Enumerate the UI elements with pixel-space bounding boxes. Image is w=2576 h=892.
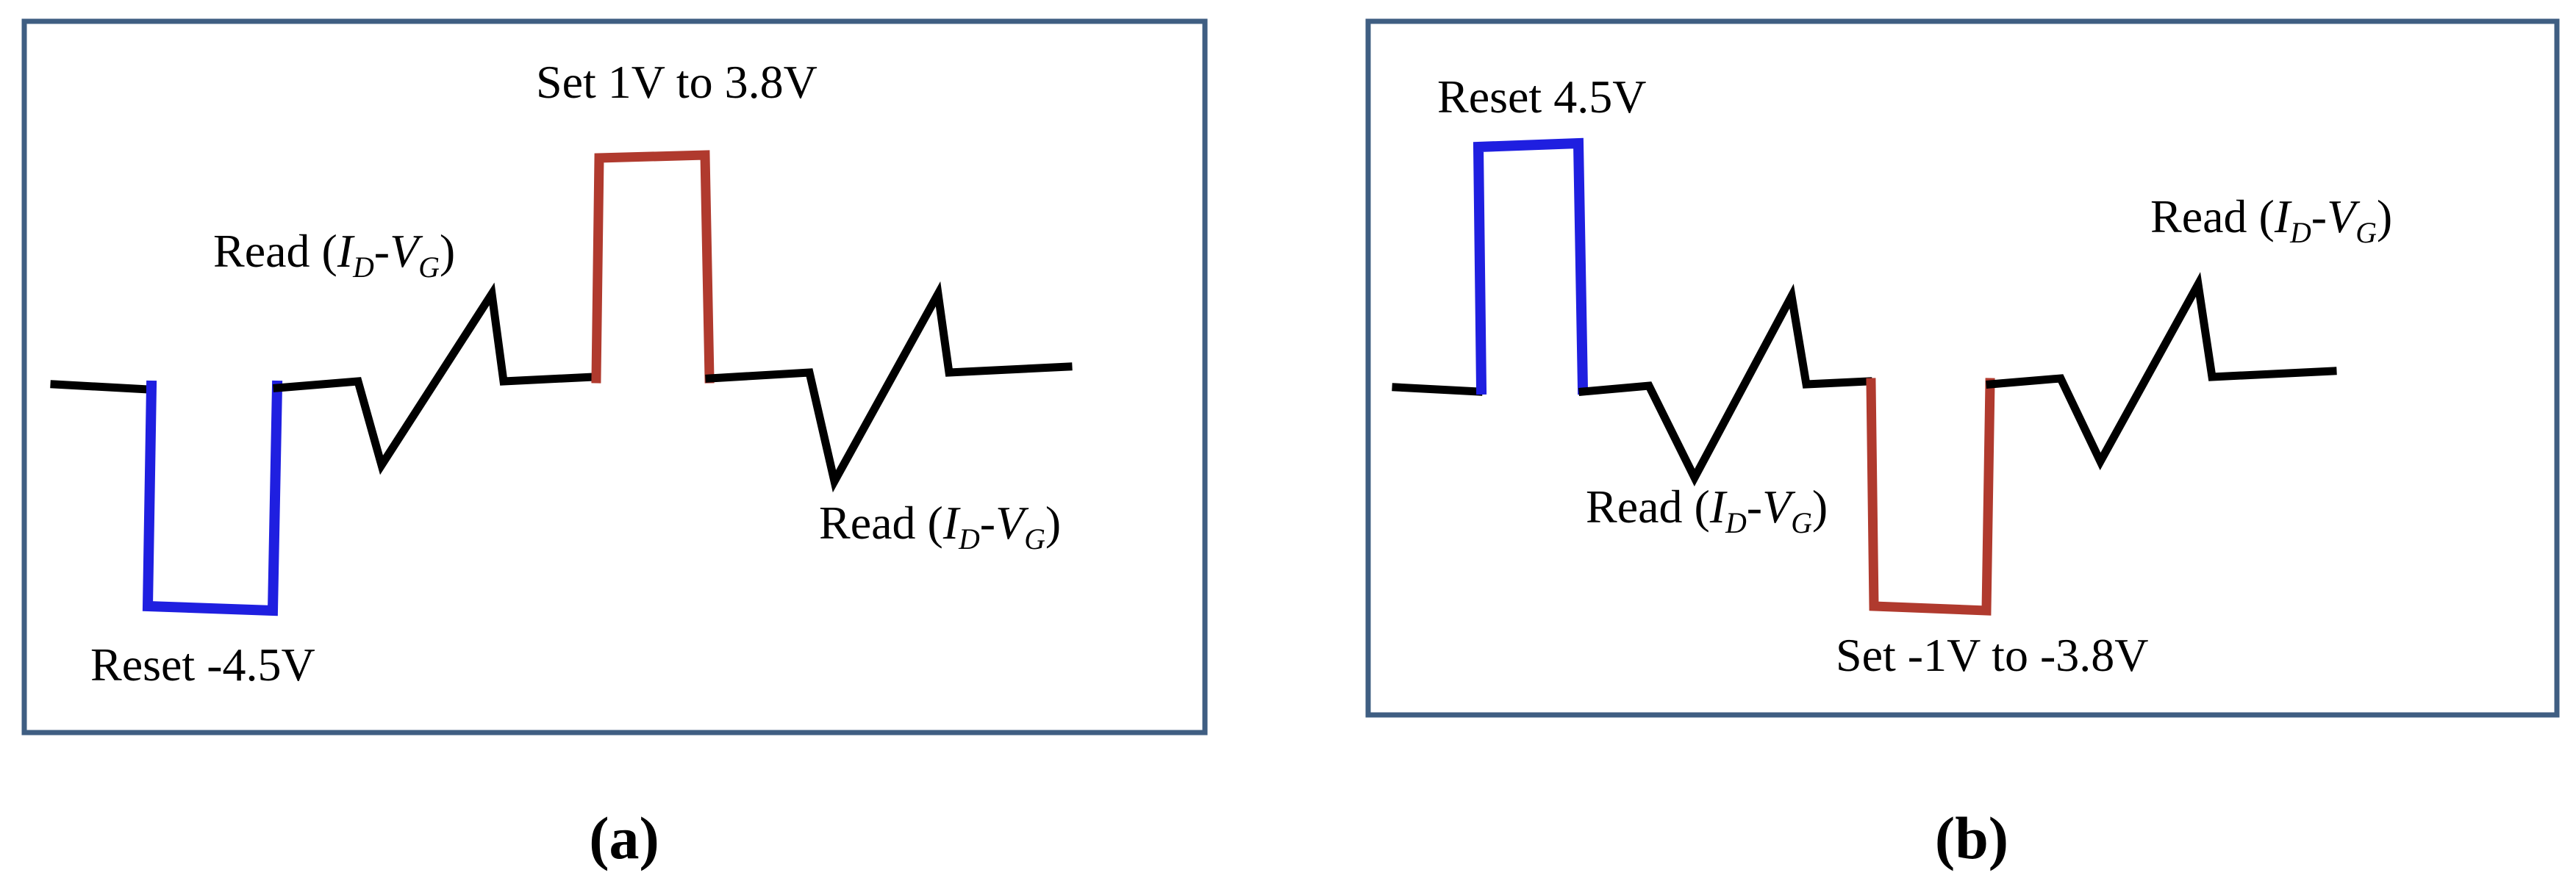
label-b-reset: Reset 4.5V xyxy=(1437,71,1647,123)
panel-a: Set 1V to 3.8V Read (ID-VG) Reset -4.5V … xyxy=(21,18,1208,735)
read-label-d-subscript: D xyxy=(1725,506,1747,539)
waveform-a-baseline-leadin xyxy=(50,380,152,394)
caption-a: (a) xyxy=(589,805,659,871)
waveform-a-set-pulse xyxy=(591,150,715,384)
read-label-prefix: Read ( xyxy=(2150,190,2275,242)
panel-a-waveform-svg xyxy=(21,18,1208,735)
read-label-dash: - xyxy=(979,497,996,549)
panel-b: Reset 4.5V Read (ID-VG) Read (ID-VG) Set… xyxy=(1365,18,2560,718)
label-a-set: Set 1V to 3.8V xyxy=(536,56,817,108)
read-label-prefix: Read ( xyxy=(213,225,337,277)
waveform-b-read1-sweep xyxy=(1578,284,1872,487)
read-label-g-subscript: G xyxy=(2355,216,2377,249)
read-label-vg-symbol: V xyxy=(2327,190,2356,242)
read-label-dash: - xyxy=(2311,190,2328,242)
read-label-suffix: ) xyxy=(2376,190,2393,242)
read-label-vg-symbol: V xyxy=(1762,481,1792,533)
read-label-g-subscript: G xyxy=(1791,506,1812,539)
read-label-g-subscript: G xyxy=(1024,522,1045,555)
waveform-a-read2-sweep xyxy=(705,281,1073,493)
read-label-suffix: ) xyxy=(1045,497,1062,549)
label-a-read2: Read (ID-VG) xyxy=(819,497,1062,553)
waveform-b-set-pulse xyxy=(1866,378,1995,616)
read-label-id-symbol: I xyxy=(337,225,354,277)
waveform-a-read1-sweep xyxy=(273,282,598,475)
read-label-d-subscript: D xyxy=(353,251,374,284)
label-b-read-right: Read (ID-VG) xyxy=(2150,190,2393,247)
waveform-b-reset-pulse xyxy=(1473,137,1589,395)
read-label-d-subscript: D xyxy=(959,522,980,555)
read-label-vg-symbol: V xyxy=(390,225,419,277)
read-label-id-symbol: I xyxy=(942,497,959,549)
panel-b-border xyxy=(1365,18,2560,718)
waveform-a-reset-pulse xyxy=(142,380,283,616)
label-a-reset: Reset -4.5V xyxy=(90,639,315,691)
label-b-read-left: Read (ID-VG) xyxy=(1586,481,1828,537)
label-a-read1: Read (ID-VG) xyxy=(213,225,456,281)
read-label-id-symbol: I xyxy=(1709,481,1726,533)
waveform-b-read2-sweep xyxy=(1986,272,2337,471)
read-label-id-symbol: I xyxy=(2274,190,2291,242)
label-b-set: Set -1V to -3.8V xyxy=(1836,629,2149,681)
caption-b: (b) xyxy=(1934,805,2009,871)
read-label-vg-symbol: V xyxy=(995,497,1025,549)
read-label-d-subscript: D xyxy=(2290,216,2311,249)
waveform-b-baseline-leadin xyxy=(1392,383,1483,396)
read-label-g-subscript: G xyxy=(418,251,440,284)
panel-b-waveform-svg xyxy=(1365,18,2560,718)
read-label-suffix: ) xyxy=(1811,481,1828,533)
panel-a-border xyxy=(21,18,1208,735)
read-label-dash: - xyxy=(373,225,390,277)
read-label-suffix: ) xyxy=(439,225,456,277)
read-label-dash: - xyxy=(1746,481,1763,533)
read-label-prefix: Read ( xyxy=(1586,481,1710,533)
read-label-prefix: Read ( xyxy=(819,497,943,549)
